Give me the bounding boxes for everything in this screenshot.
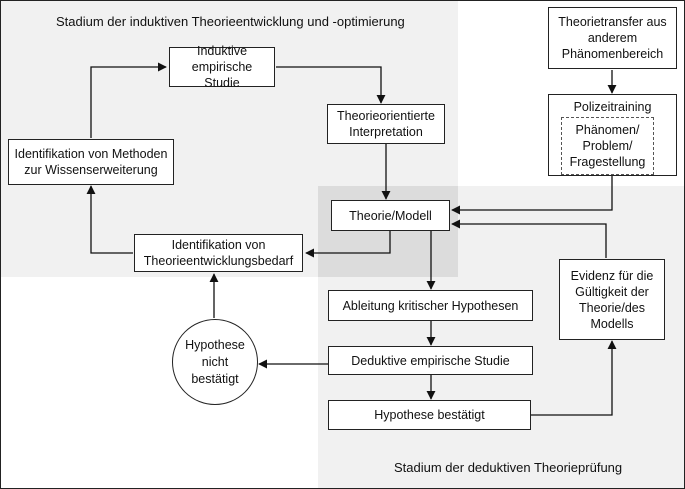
theory-model-box: Theorie/Modell	[331, 200, 450, 231]
hypothesis-not-confirmed-circle: Hypothese nicht bestätigt	[172, 319, 258, 405]
interpretation-line-2: Interpretation	[349, 125, 423, 139]
police-training-label: Polizeitraining	[573, 100, 652, 114]
methods-line-2: zur Wissenserweiterung	[24, 163, 158, 177]
phenomenon-line-2: Problem/	[582, 139, 633, 153]
not-confirmed-line-3: bestätigt	[191, 371, 239, 386]
theory-interpretation-box: Theorieorientierte Interpretation	[327, 104, 445, 144]
inductive-study-line-1: Induktive	[196, 44, 248, 58]
evidence-line-3: Theorie/des	[578, 300, 645, 315]
methods-line-1: Identifikation von Methoden	[14, 147, 168, 161]
theory-model-label: Theorie/Modell	[349, 208, 432, 223]
deductive-stage-label: Stadium der deduktiven Theorieprüfung	[394, 460, 623, 475]
not-confirmed-line-2: nicht	[201, 354, 229, 369]
theory-transfer-box: Theorietransfer aus anderem Phänomenbere…	[548, 7, 677, 69]
methods-identification-box: Identifikation von Methoden zur Wissense…	[8, 139, 174, 185]
evidence-line-4: Modells	[590, 316, 634, 331]
evidence-line-1: Evidenz für die	[570, 268, 654, 283]
evidence-line-2: Gültigkeit der	[575, 284, 649, 299]
hypotheses-derivation-label: Ableitung kritischer Hypothesen	[342, 298, 519, 313]
development-need-box: Identifikation von Theorieentwicklungsbe…	[134, 234, 303, 272]
deductive-study-label: Deduktive empirische Studie	[351, 353, 510, 368]
police-training-box: Polizeitraining Phänomen/ Problem/ Frage…	[548, 94, 677, 176]
hypotheses-derivation-box: Ableitung kritischer Hypothesen	[328, 290, 533, 321]
not-confirmed-line-1: Hypothese	[185, 337, 245, 352]
phenomenon-line-3: Fragestellung	[569, 155, 646, 169]
phenomenon-box: Phänomen/ Problem/ Fragestellung	[561, 117, 654, 175]
inductive-study-box: Induktive empirische Studie	[169, 44, 275, 90]
phenomenon-line-1: Phänomen/	[575, 123, 640, 137]
transfer-line-3: Phänomenbereich	[561, 47, 664, 61]
development-need-line-2: Theorieentwicklungsbedarf	[143, 254, 294, 268]
development-need-line-1: Identifikation von	[171, 238, 266, 252]
deductive-study-box: Deduktive empirische Studie	[328, 346, 533, 375]
hypothesis-confirmed-box: Hypothese bestätigt	[328, 400, 531, 430]
transfer-line-2: anderem	[587, 31, 638, 45]
transfer-line-1: Theorietransfer aus	[558, 15, 667, 29]
inductive-study-line-2: empirische Studie	[191, 60, 253, 90]
evidence-box: Evidenz für die Gültigkeit der Theorie/d…	[559, 259, 665, 340]
inductive-stage-label: Stadium der induktiven Theorieentwicklun…	[56, 14, 405, 29]
interpretation-line-1: Theorieorientierte	[337, 109, 435, 123]
hypothesis-confirmed-label: Hypothese bestätigt	[374, 408, 485, 422]
